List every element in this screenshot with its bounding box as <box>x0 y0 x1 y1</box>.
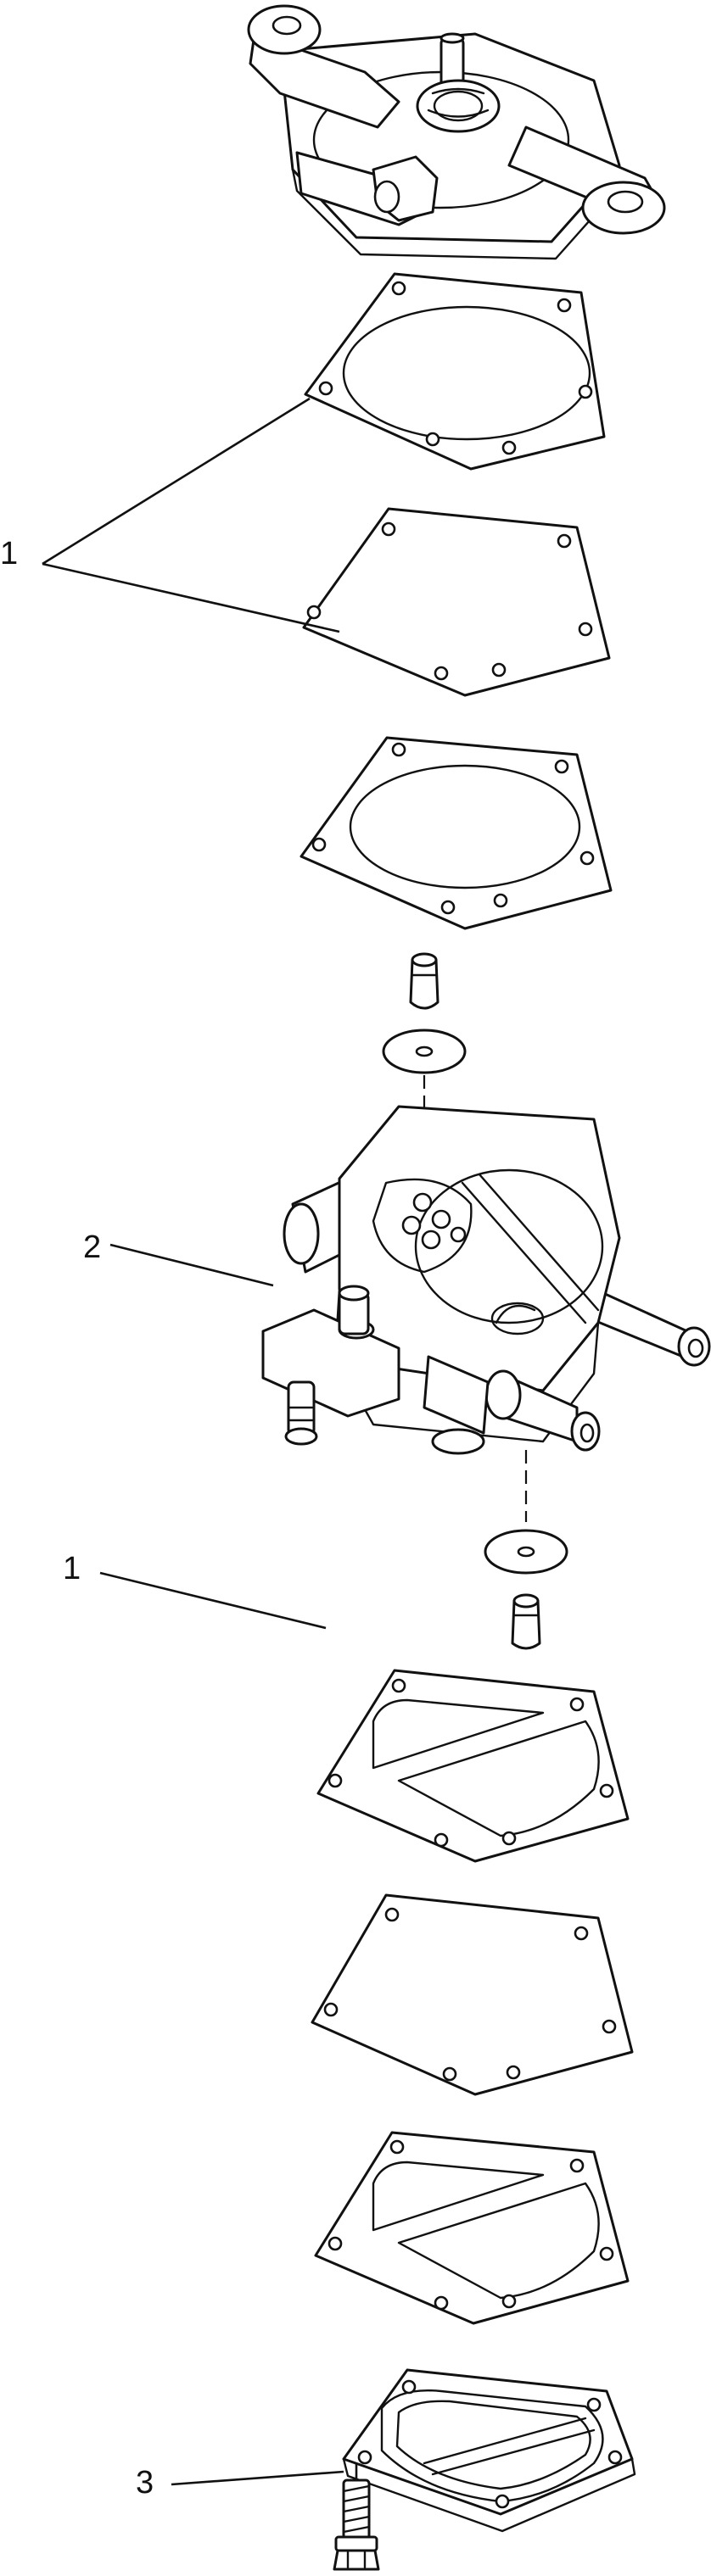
gasket-split-opening-1 <box>316 1669 630 1863</box>
gasket-round-opening-1 <box>304 272 606 471</box>
pump-bottom-cover <box>342 2368 636 2533</box>
gasket-round-opening-2 <box>300 736 613 930</box>
callout-1-top-leaders <box>42 397 340 633</box>
callout-2-leader <box>109 1243 274 1287</box>
pump-body <box>261 1105 711 1455</box>
pump-cover-assembly <box>247 4 666 260</box>
check-valve-lower <box>511 1593 541 1650</box>
gasket-split-opening-2 <box>314 2131 630 2325</box>
callout-1-bottom-leader <box>99 1571 327 1630</box>
check-valve-upper <box>409 952 439 1010</box>
valve-disc-upper <box>382 1029 467 1074</box>
diaphragm-solid-2 <box>311 1893 634 2096</box>
valve-disc-lower <box>484 1529 568 1575</box>
callout-1-top: 1 <box>0 536 18 572</box>
callout-3: 3 <box>136 2465 154 2501</box>
diaphragm-solid-1 <box>302 507 611 697</box>
callout-3-leader <box>171 2470 344 2486</box>
callout-1-bottom: 1 <box>63 1551 81 1586</box>
callout-2: 2 <box>83 1229 101 1265</box>
mounting-screw <box>333 2478 380 2571</box>
